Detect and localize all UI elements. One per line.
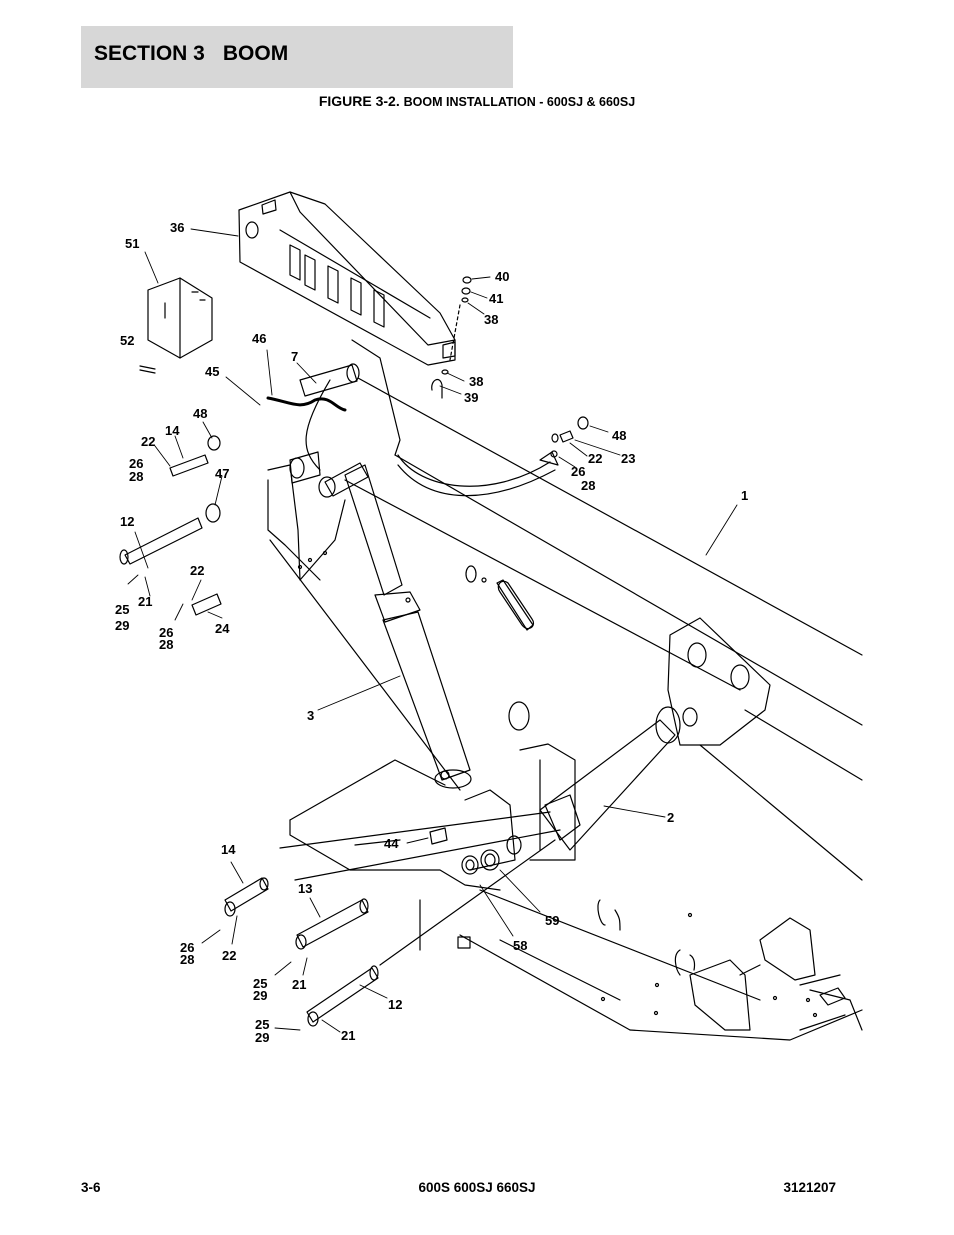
callout: 44	[384, 836, 399, 851]
callout: 14	[165, 423, 180, 438]
side-pin-set	[550, 416, 589, 458]
leader-lines	[127, 228, 738, 1033]
callout: 14	[221, 842, 236, 857]
callout: 28	[129, 469, 143, 484]
callout: 21	[138, 594, 152, 609]
callout: 46	[252, 331, 266, 346]
callout: 21	[341, 1028, 355, 1043]
callout: 29	[253, 988, 267, 1003]
callout: 28	[159, 637, 173, 652]
figure-caption: BOOM INSTALLATION - 600SJ & 660SJ	[403, 95, 636, 109]
callout: 45	[205, 364, 219, 379]
boom-assembly	[305, 339, 863, 881]
callout-labels: 36 51 52 46 7 45 40 41 38 38 39 48 14 22…	[115, 220, 748, 1045]
callout: 38	[484, 312, 498, 327]
callout: 22	[190, 563, 204, 578]
callout: 2	[667, 810, 674, 825]
callout: 25	[253, 976, 267, 991]
callout: 3	[307, 708, 314, 723]
callout: 12	[388, 997, 402, 1012]
bracket-44	[429, 827, 448, 845]
callout: 40	[495, 269, 509, 284]
figure-number: FIGURE 3-2.	[318, 93, 400, 109]
callout: 24	[215, 621, 230, 636]
cable-arc	[397, 451, 559, 497]
section-header: SECTION 3 BOOM	[81, 26, 513, 88]
callout: 38	[469, 374, 483, 389]
small-hardware	[431, 276, 472, 399]
callout: 22	[588, 451, 602, 466]
callout: 25	[255, 1017, 269, 1032]
callout: 47	[215, 466, 229, 481]
section-label: SECTION 3	[94, 42, 205, 65]
bracket	[139, 277, 213, 374]
callout: 29	[255, 1030, 269, 1045]
callout: 22	[141, 434, 155, 449]
callout: 29	[115, 618, 129, 633]
turntable	[267, 464, 863, 1041]
cable	[266, 396, 347, 412]
callout: 13	[298, 881, 312, 896]
callout: 51	[125, 236, 139, 251]
callout: 7	[291, 349, 298, 364]
callout: 41	[489, 291, 503, 306]
callout: 58	[513, 938, 527, 953]
callout: 39	[464, 390, 478, 405]
callout: 23	[621, 451, 635, 466]
spacers	[461, 835, 522, 875]
callout: 26	[129, 456, 143, 471]
document-number: 3121207	[783, 1180, 836, 1195]
callout: 52	[120, 333, 134, 348]
lower-pins	[224, 877, 379, 1027]
figure-title: FIGURE 3-2. BOOM INSTALLATION - 600SJ & …	[0, 93, 954, 109]
master-cylinder	[344, 464, 472, 789]
callout: 28	[581, 478, 595, 493]
section-name: BOOM	[222, 42, 289, 65]
page-number: 3-6	[81, 1180, 101, 1195]
callout: 48	[612, 428, 626, 443]
callout: 25	[115, 602, 129, 617]
callout: 59	[545, 913, 559, 928]
upper-pins	[119, 363, 369, 616]
callout: 28	[180, 952, 194, 967]
model-list: 600S 600SJ 660SJ	[418, 1180, 536, 1195]
callout: 12	[120, 514, 134, 529]
callout: 26	[159, 625, 173, 640]
callout: 36	[170, 220, 184, 235]
callout: 1	[741, 488, 748, 503]
callout: 22	[222, 948, 236, 963]
callout: 48	[193, 406, 207, 421]
callout: 26	[571, 464, 585, 479]
slave-cylinder-link	[279, 617, 771, 966]
callout: 21	[292, 977, 306, 992]
callout: 26	[180, 940, 194, 955]
boom-cover	[238, 191, 456, 366]
